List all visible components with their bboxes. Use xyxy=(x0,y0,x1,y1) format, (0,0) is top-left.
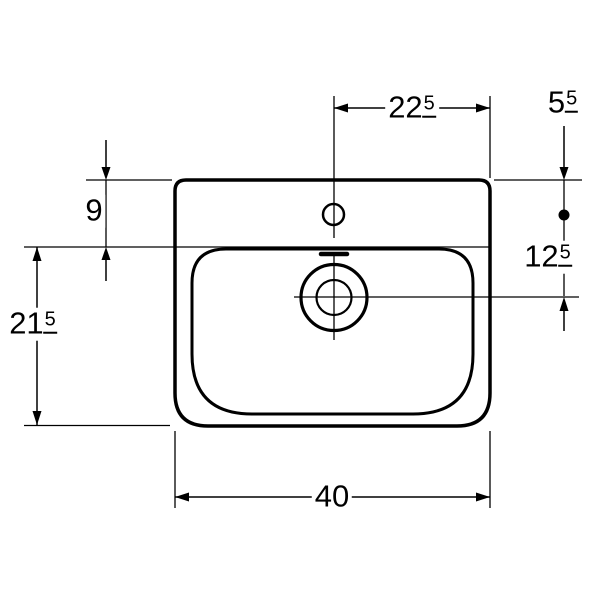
dimension-label-rear-to-bowl: 9 xyxy=(82,194,106,228)
dim-9-arrow-down xyxy=(101,167,111,180)
drain-inner-circle xyxy=(315,278,353,317)
dimension-label-overall-width: 40 xyxy=(311,480,353,514)
basin-bowl xyxy=(190,247,475,416)
dimension-label-tap-to-right-edge: 225 xyxy=(385,91,439,125)
drain-outer-circle xyxy=(299,262,369,333)
dimension-label-bowl-to-front: 215 xyxy=(6,307,60,341)
tap-height-dot xyxy=(558,209,570,221)
dimension-label-rear-to-tap: 55 xyxy=(544,86,582,120)
tap-hole xyxy=(321,202,346,227)
dim-5-5-arrow-down xyxy=(559,167,569,180)
dim-21-5-arrow-down xyxy=(32,411,42,425)
dim-9-arrow-up xyxy=(101,247,111,260)
dim-40-arrow-left xyxy=(175,492,189,502)
dimension-label-tap-to-drain: 125 xyxy=(521,240,575,274)
dim-21-5-arrow-up xyxy=(32,247,42,261)
dim-40-arrow-right xyxy=(476,492,490,502)
basin-outline xyxy=(173,178,492,428)
dim-22-5-arrow-right xyxy=(476,103,490,113)
dim-22-5-arrow-left xyxy=(334,103,348,113)
dim-12-5-arrow-up xyxy=(559,297,569,311)
